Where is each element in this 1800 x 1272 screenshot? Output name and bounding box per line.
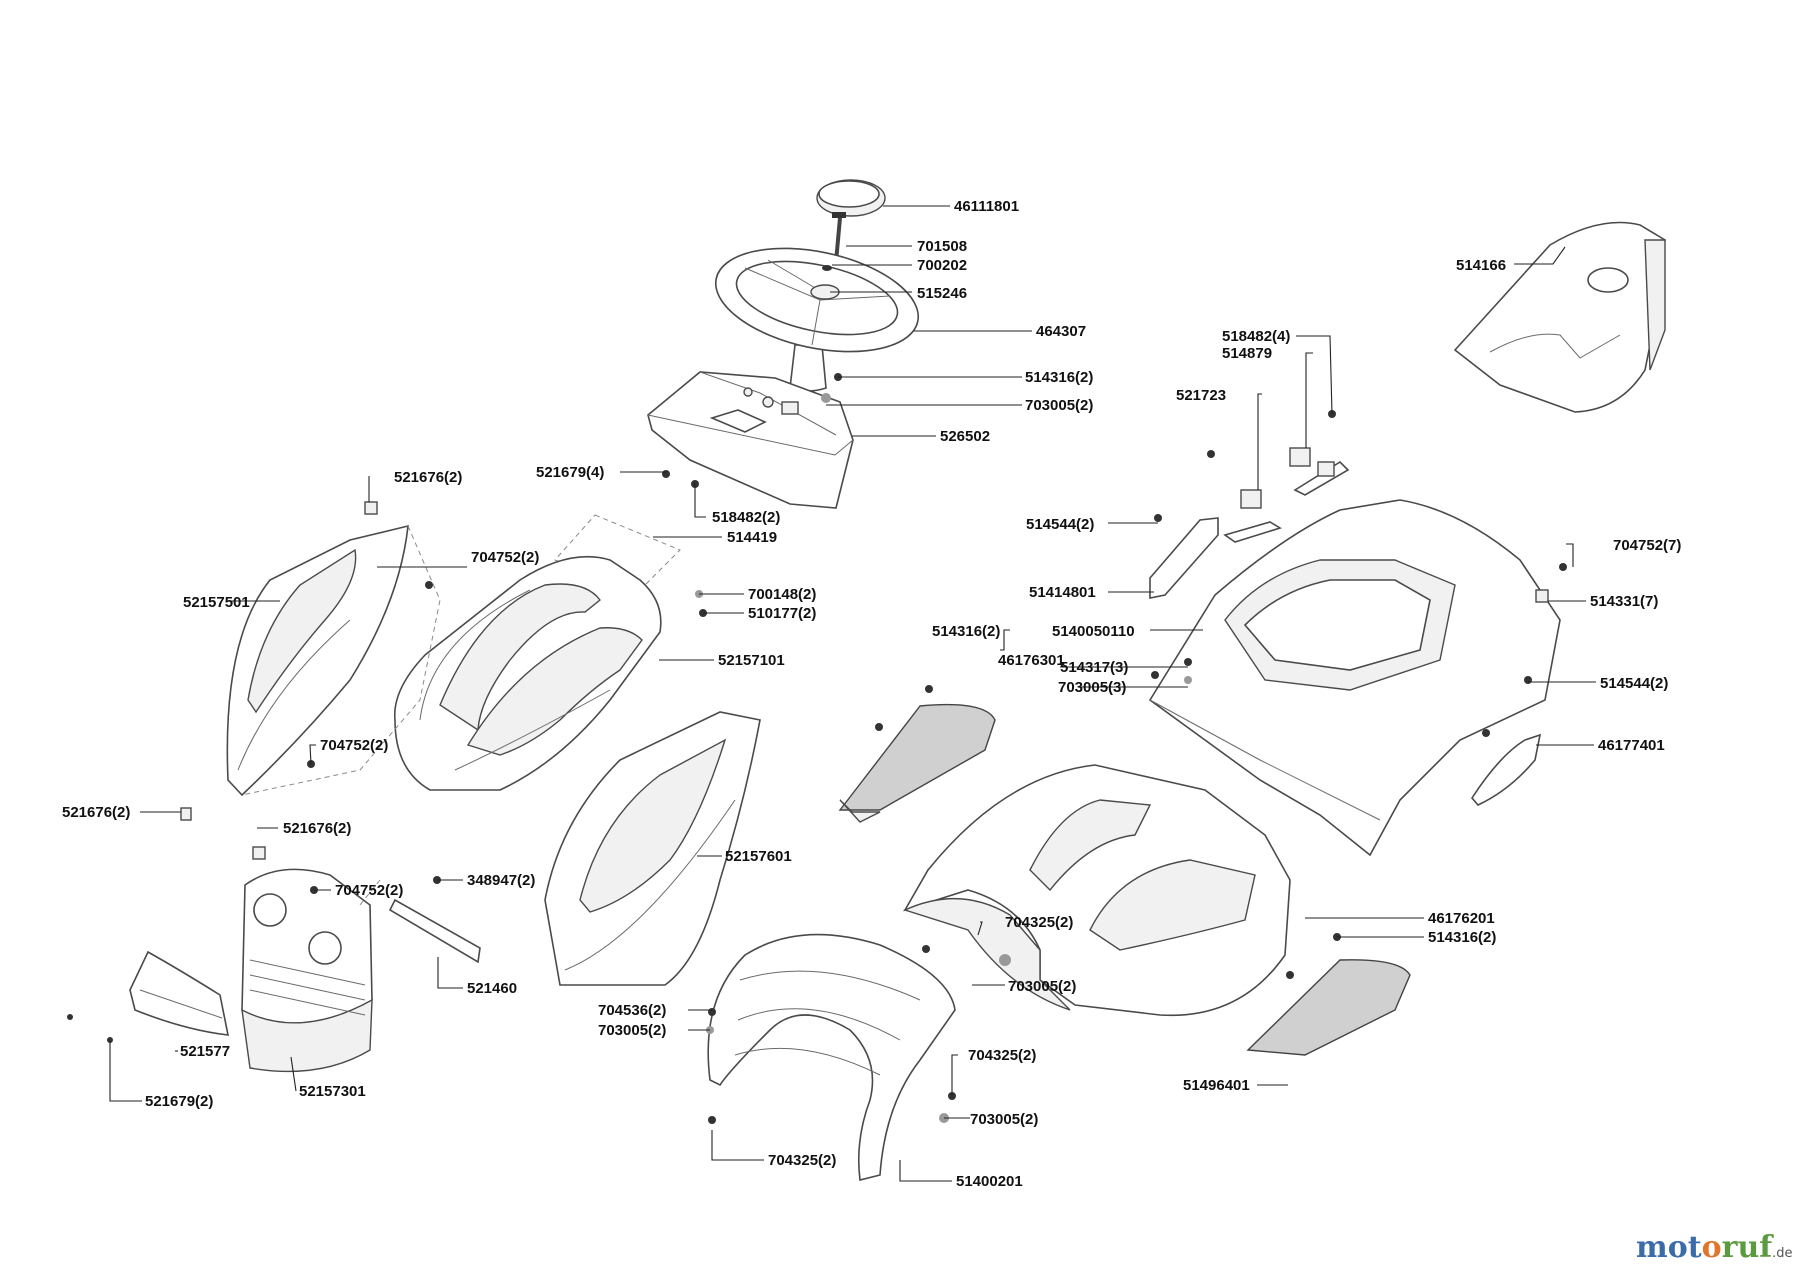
headlight-lens-part (129, 950, 230, 1036)
part-label: 521460 (467, 980, 517, 997)
part-label: 526502 (940, 428, 990, 445)
part-label: 51414801 (1029, 584, 1096, 601)
switch-bracket-part (1149, 517, 1219, 599)
leader-lines (109, 205, 1596, 1182)
part-label: 521676(2) (283, 820, 351, 837)
part-label: 46177401 (1598, 737, 1665, 754)
left-footrest-part (838, 703, 996, 823)
part-label: 46176301 (998, 652, 1065, 669)
part-label: 704536(2) (598, 1002, 666, 1019)
part-label: 521676(2) (394, 469, 462, 486)
part-label: 46176201 (1428, 910, 1495, 927)
part-label: 703005(2) (598, 1022, 666, 1039)
part-label: 514166 (1456, 257, 1506, 274)
part-label: 701508 (917, 238, 967, 255)
main-body-part (903, 764, 1291, 1017)
part-label: 521679(2) (145, 1093, 213, 1110)
part-label: 521577 (180, 1043, 230, 1060)
part-label: 518482(4) (1222, 328, 1290, 345)
steering-wheel-part (714, 247, 920, 392)
part-label: 703005(2) (970, 1111, 1038, 1128)
part-label: 348947(2) (467, 872, 535, 889)
dashboard-part (647, 371, 854, 509)
part-label: 51400201 (956, 1173, 1023, 1190)
center-fender-part (544, 711, 761, 986)
part-label: 5140050110 (1052, 623, 1135, 640)
side-cover-part (1471, 733, 1542, 806)
part-label: 510177(2) (748, 605, 816, 622)
part-label: 515246 (917, 285, 967, 302)
part-label: 52157501 (183, 594, 250, 611)
rear-body-part (1148, 499, 1561, 857)
part-label: 514544(2) (1600, 675, 1668, 692)
motoruf-logo: motoruf.de (1636, 1230, 1793, 1265)
front-fender-part (707, 933, 956, 1181)
part-label: 514316(2) (932, 623, 1000, 640)
part-label: 51496401 (1183, 1077, 1250, 1094)
part-label: 521679(4) (536, 464, 604, 481)
seat-part (1453, 221, 1666, 413)
part-label: 52157601 (725, 848, 792, 865)
part-label: 52157301 (299, 1083, 366, 1100)
part-label: 46111801 (954, 198, 1019, 215)
part-label: 703005(3) (1058, 679, 1126, 696)
switch-parts (1223, 447, 1350, 543)
part-label: 514331(7) (1590, 593, 1658, 610)
part-label: 704325(2) (1005, 914, 1073, 931)
part-label: 704752(2) (320, 737, 388, 754)
part-label: 704752(2) (471, 549, 539, 566)
part-label: 514317(3) (1060, 659, 1128, 676)
part-label: 514419 (727, 529, 777, 546)
part-label: 518482(2) (712, 509, 780, 526)
part-label: 514544(2) (1026, 516, 1094, 533)
screw-parts (67, 373, 1567, 1124)
parts-drawing (67, 179, 1666, 1181)
part-label: 704325(2) (768, 1152, 836, 1169)
part-label: 704325(2) (968, 1047, 1036, 1064)
part-label: 704752(2) (335, 882, 403, 899)
part-label: 464307 (1036, 323, 1086, 340)
part-label: 700202 (917, 257, 967, 274)
bracket-part (359, 879, 481, 964)
part-labels: 46111801 701508 700202 515246 464307 514… (62, 198, 1681, 1190)
part-label: 52157101 (718, 652, 785, 669)
part-label: 514316(2) (1428, 929, 1496, 946)
steering-cap-part (816, 179, 886, 217)
hood-panel-part (393, 514, 681, 791)
part-label: 703005(2) (1008, 978, 1076, 995)
part-label: 521676(2) (62, 804, 130, 821)
part-label: 521723 (1176, 387, 1226, 404)
front-grille-part (241, 868, 373, 1073)
right-footrest-part (1246, 959, 1411, 1056)
left-side-panel-part (226, 524, 441, 797)
clip-parts (180, 501, 1549, 860)
part-label: 514316(2) (1025, 369, 1093, 386)
part-label: 700148(2) (748, 586, 816, 603)
part-label: 703005(2) (1025, 397, 1093, 414)
part-label: 704752(7) (1613, 537, 1681, 554)
part-label: 514879 (1222, 345, 1272, 362)
